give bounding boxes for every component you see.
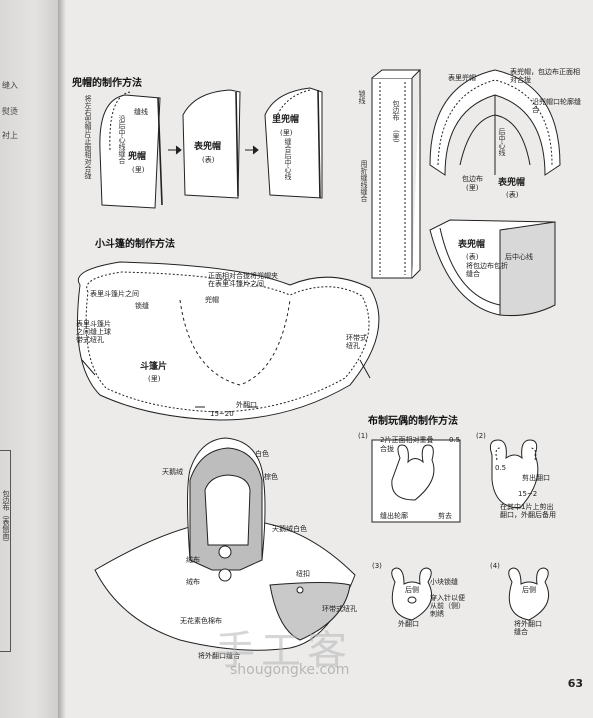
doll-step4-back: 后侧 xyxy=(522,586,536,594)
watermark-url: shougongke.com xyxy=(230,662,350,678)
doll-step4-num: (4) xyxy=(490,562,500,570)
cape-pattern xyxy=(77,261,380,421)
left-page-edge xyxy=(0,0,58,718)
illus-loop: 环带式纽孔 xyxy=(322,605,357,613)
hood-step1-note: 将左右兜帽片正面相对合拢 xyxy=(84,95,92,179)
hood-step3-piece: 里兜帽 xyxy=(272,115,300,125)
binding-label: 包边布 xyxy=(392,100,400,121)
watermark-logo: 手工客 xyxy=(215,628,353,674)
right-hood-outer: 表里兜帽 xyxy=(448,74,476,82)
doll-step2-cut: 剪出翻口 xyxy=(522,474,550,482)
cape-gap: 15~20 xyxy=(210,410,234,418)
doll-step3-stitch: 小块锁缝 xyxy=(430,578,458,586)
hood-step1-piece: 兜帽 xyxy=(128,152,147,162)
right-hood2-sub: (表) xyxy=(466,253,479,261)
cape-piece: 斗篷片 xyxy=(140,362,168,372)
right-hood-binding: 包边布 xyxy=(462,175,483,183)
doll-step1-text1: 2片正面相对重叠 xyxy=(380,436,434,444)
doll-step4 xyxy=(508,567,549,621)
hood-step2-piece-sub: (表) xyxy=(202,156,215,164)
gutter-text-2: 熨烫 xyxy=(2,107,18,116)
binding-note-2: 锁线 xyxy=(358,90,366,104)
binding-label-sub: (里) xyxy=(392,130,400,143)
right-hood-binding-sub: (里) xyxy=(466,184,479,192)
illus-velvet-white: 天鹅绒白色 xyxy=(272,525,307,533)
doll-step2 xyxy=(490,439,539,509)
illus-button: 纽扣 xyxy=(296,570,310,578)
hood-step2-piece: 表兜帽 xyxy=(194,142,222,152)
doll-step3-num: (3) xyxy=(372,562,382,570)
hood-assembled-bottom xyxy=(429,219,556,316)
hood-step1-center: 沿后中心线缝合 xyxy=(118,115,126,164)
finished-cape xyxy=(94,437,356,651)
cape-hood: 兜帽 xyxy=(205,296,219,304)
cape-opening: 外翻口 xyxy=(236,401,257,409)
hood-step3-piece-sub: (里) xyxy=(280,129,293,137)
gutter-label-box xyxy=(0,450,11,652)
right-hood-center: 后中心线 xyxy=(498,128,506,156)
right-hood2-center: 后中心线 xyxy=(505,253,533,261)
section-title-cape: 小斗篷的制作方法 xyxy=(95,239,175,250)
cape-between: 表里斗篷片之间 xyxy=(90,290,139,298)
illus-felt-2: 绒布 xyxy=(186,578,200,586)
right-hood-note: 表兜帽，包边布正面相对合拢 xyxy=(510,68,580,85)
doll-step1-cut: 剪去 xyxy=(438,512,452,520)
right-hood-piece: 表兜帽 xyxy=(498,178,526,188)
right-hood2-note: 将包边布包折缝合 xyxy=(466,262,508,279)
section-title-hood: 兜帽的制作方法 xyxy=(72,78,142,89)
illus-cloth: 无花素色棉布 xyxy=(180,617,222,625)
cape-left-note: 表里斗篷片之间缝上球带式纽孔 xyxy=(76,320,111,345)
cape-piece-sub: (里) xyxy=(148,375,161,383)
doll-step3 xyxy=(391,567,432,621)
gutter-text-3: 衬上 xyxy=(2,131,18,140)
doll-step2-dim: 15~2 xyxy=(518,490,538,498)
illus-velvet: 天鹅绒 xyxy=(162,468,183,476)
section-title-doll: 布制玩偶的制作方法 xyxy=(368,416,458,427)
hood-step1-shape xyxy=(99,91,163,209)
right-hood-piece-sub: (表) xyxy=(506,191,519,199)
hood-step1-seam: 缝线 xyxy=(134,108,148,116)
doll-step3-opening: 外翻口 xyxy=(398,620,419,628)
illus-brown: 棕色 xyxy=(264,473,278,481)
hood-step3-shape xyxy=(264,87,323,199)
doll-step2-note: 在其中1片上剪出翻口，外翻后备用 xyxy=(500,503,556,520)
page-fold-shadow xyxy=(58,0,66,718)
cape-loop: 环带式纽孔 xyxy=(346,334,367,351)
doll-step3-note: 穿入针以便从前（侧）刺绣 xyxy=(430,594,465,619)
cape-seam: 锁缝 xyxy=(135,302,149,310)
doll-step1-size: 0.5 xyxy=(449,436,461,444)
doll-step1-num: (1) xyxy=(358,432,368,440)
doll-step4-note: 将外翻口缝合 xyxy=(514,620,542,637)
illus-white: 白色 xyxy=(255,450,269,458)
illus-opening: 将外翻口缝合 xyxy=(198,652,240,660)
doll-step3-back: 后侧 xyxy=(405,586,419,594)
binding-strip xyxy=(371,69,422,279)
gutter-text-1: 缝入 xyxy=(2,81,18,90)
illus-felt-1: 绒布 xyxy=(186,556,200,564)
gutter-box-label: 包边布（表侧面） xyxy=(2,490,10,546)
right-hood-back: 沿兜帽口轮廓缝合 xyxy=(532,98,581,115)
binding-note-1: 用折缝线缝合 xyxy=(360,160,368,202)
page-number: 63 xyxy=(567,677,583,690)
doll-step1-text2: 合拢 xyxy=(380,445,394,453)
right-hood2-piece: 表兜帽 xyxy=(458,240,486,250)
cape-note-top: 正面相对合拢将兜帽夹在表里斗篷片之间 xyxy=(208,272,278,289)
doll-step1 xyxy=(371,439,461,523)
hood-step2-shape xyxy=(182,89,241,199)
hood-assembled-top xyxy=(429,69,561,176)
doll-step1-seam: 缝出轮廓 xyxy=(380,512,408,520)
doll-step2-num: (2) xyxy=(476,432,486,440)
hood-step3-center: 缝合后中心线 xyxy=(284,138,292,180)
doll-step2-size: 0.5 xyxy=(495,464,507,472)
hood-step1-piece-sub: (里) xyxy=(132,166,145,174)
